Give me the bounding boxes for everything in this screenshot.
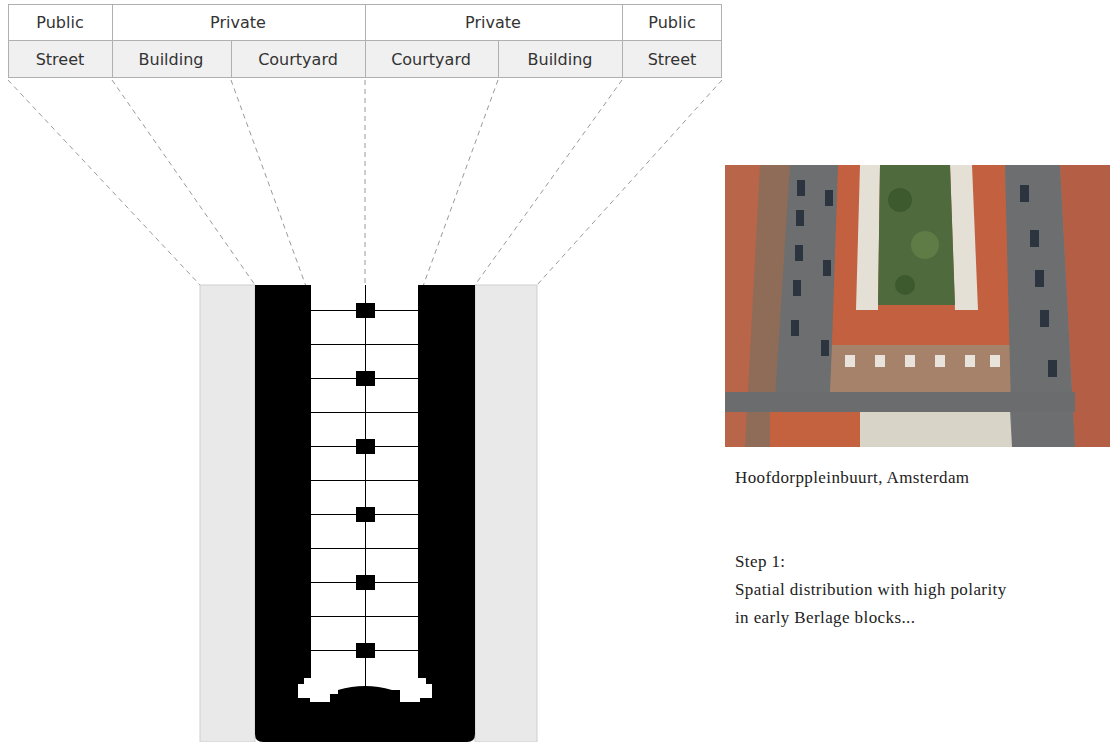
zone-label: Public <box>36 13 83 32</box>
step-heading: Step 1: <box>735 548 786 576</box>
space-label: Building <box>528 50 593 69</box>
photo-caption: Hoofdorppleinbuurt, Amsterdam <box>735 464 969 492</box>
building <box>255 285 475 742</box>
header-table <box>8 4 722 78</box>
table-rule <box>498 40 499 78</box>
projection-lines <box>8 80 722 300</box>
table-rule <box>112 4 113 78</box>
street <box>200 285 255 742</box>
table-rule <box>231 40 232 78</box>
zone-label: Private <box>465 13 521 32</box>
block-plan <box>200 285 537 742</box>
table-border <box>9 5 722 78</box>
space-label: Street <box>648 50 697 69</box>
street <box>475 285 537 742</box>
courtyard <box>298 285 432 702</box>
sheds <box>356 303 375 658</box>
plot-lines <box>311 285 418 688</box>
space-label: Street <box>36 50 85 69</box>
space-label: Courtyard <box>258 50 338 69</box>
zone-label: Public <box>648 13 695 32</box>
space-label: Courtyard <box>391 50 471 69</box>
table-rule <box>365 4 366 78</box>
zone-label: Private <box>210 13 266 32</box>
step-text: Spatial distribution with high polarity … <box>735 576 1011 632</box>
aerial-photo <box>725 165 1110 447</box>
courtyard-building <box>330 686 400 702</box>
table-rule <box>622 4 623 78</box>
space-label: Building <box>139 50 204 69</box>
